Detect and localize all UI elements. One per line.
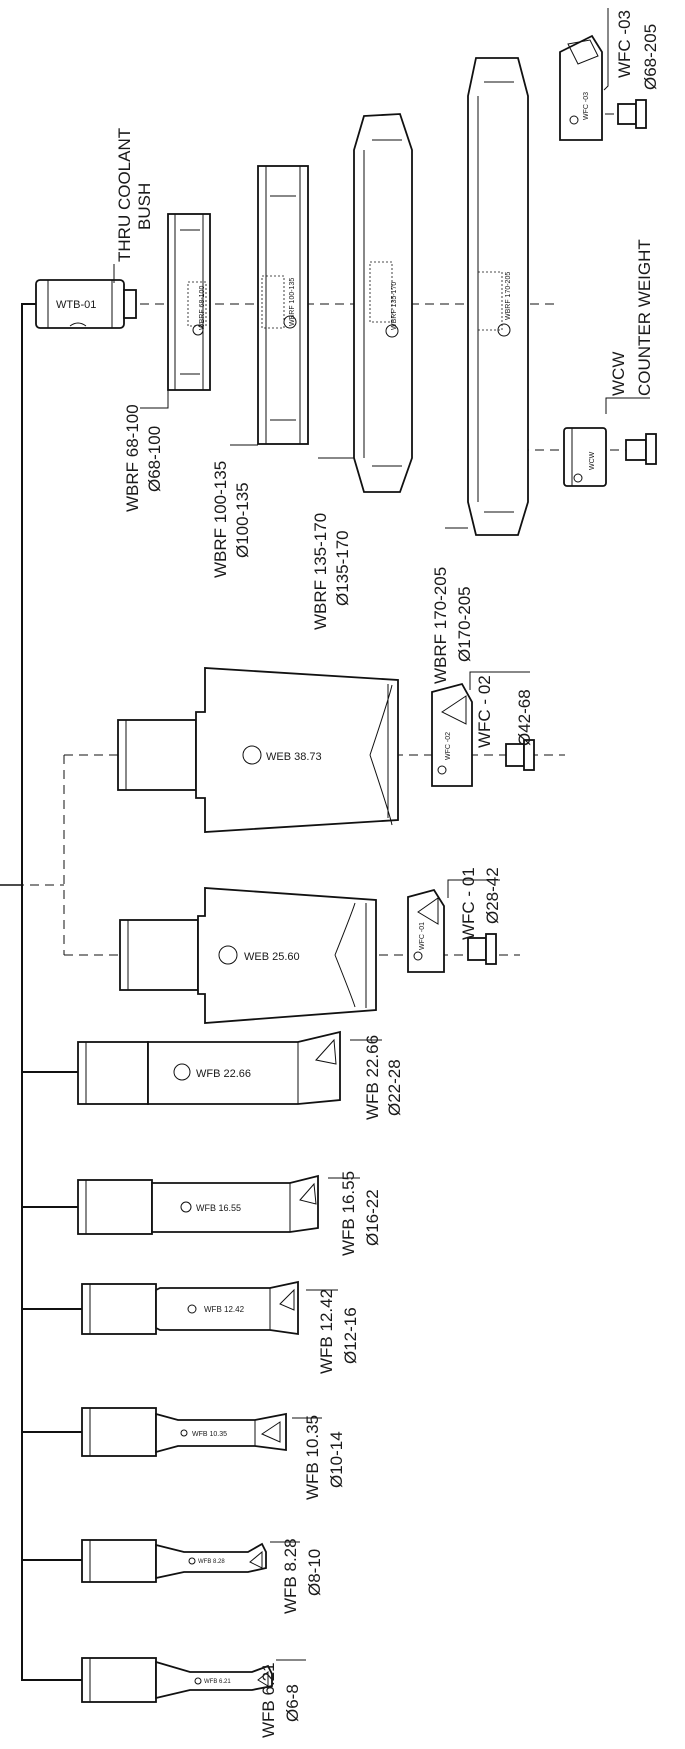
wfb-22-66-code: WFB 22.66 — [363, 1035, 382, 1120]
wfb-16-55-range: Ø16-22 — [363, 1189, 382, 1246]
wcw-code: WCW — [609, 352, 628, 396]
wfb-8-28-tag: WFB 8.28 — [198, 1559, 225, 1565]
wfb-8-28-label: WFB 8.28 Ø8-10 — [270, 1538, 324, 1614]
wfb-6-21-tag: WFB 6.21 — [204, 1679, 231, 1685]
wbrf-135-170: WBRF 135-170 — [353, 113, 413, 493]
web-25-60: WEB 25.60 — [119, 887, 377, 1024]
wfb-8-28-range: Ø8-10 — [305, 1549, 324, 1596]
wbrf-100-135-label: WBRF 100-135 Ø100-135 — [211, 444, 258, 578]
wfb-6-21: WFB 6.21 — [81, 1657, 273, 1703]
main-trunk — [0, 303, 82, 1681]
counter-weight-name: COUNTER WEIGHT — [635, 239, 654, 396]
wfb-10-35-code: WFB 10.35 — [303, 1415, 322, 1500]
wfb-10-35-tag: WFB 10.35 — [192, 1431, 227, 1438]
wfb-12-42: WFB 12.42 — [81, 1280, 299, 1336]
wfb-10-35-label: WFB 10.35 Ø10-14 — [292, 1415, 346, 1500]
coolant-bush: WTB-01 — [35, 279, 137, 329]
wfc-01-range: Ø28-42 — [483, 867, 502, 924]
counter-weight-label: WCW COUNTER WEIGHT — [605, 239, 654, 414]
wfb-6-21-label: WFB 6.21 Ø6-8 — [259, 1659, 306, 1738]
wfb-12-42-code: WFB 12.42 — [317, 1289, 336, 1374]
counter-weight: WCW — [563, 427, 607, 487]
wfb-16-55: WFB 16.55 — [77, 1174, 319, 1235]
wfc-03: WFC -03 — [559, 34, 603, 141]
wfc-02-screw — [505, 739, 535, 771]
counter-weight-screw — [625, 433, 657, 465]
wfb-16-55-code: WFB 16.55 — [339, 1171, 358, 1256]
wfb-12-42-label: WFB 12.42 Ø12-16 — [306, 1289, 360, 1374]
wbrf-170-205-code: WBRF 170-205 — [431, 567, 450, 684]
wfc-03-screw — [617, 99, 647, 129]
wbrf-135-170-label: WBRF 135-170 Ø135-170 — [311, 457, 354, 630]
wfb-22-66-tag: WFB 22.66 — [196, 1068, 251, 1080]
wbrf-68-100-tag: WBRF 68-100 — [199, 286, 206, 330]
wfb-12-42-range: Ø12-16 — [341, 1307, 360, 1364]
wfb-22-66: WFB 22.66 — [77, 1030, 341, 1105]
wfc-03-label: WFC -03 Ø68-205 — [603, 8, 660, 91]
wbrf-68-100: WBRF 68-100 — [167, 213, 211, 391]
wbrf-100-135: WBRF 100-135 — [257, 165, 309, 445]
wcw-tag: WCW — [589, 451, 596, 470]
wfb-10-35: WFB 10.35 — [81, 1407, 287, 1457]
wfc-02-code: WFC - 02 — [475, 675, 494, 748]
wbrf-135-170-range: Ø135-170 — [333, 530, 352, 606]
wbrf-100-135-tag: WBRF 100-135 — [289, 278, 296, 326]
wfb-22-66-label: WFB 22.66 Ø22-28 — [350, 1035, 404, 1120]
wfb-8-28-code: WFB 8.28 — [281, 1538, 300, 1614]
thru-coolant-bush-label: THRU COOLANT BUSH — [113, 128, 154, 283]
wfb-10-35-range: Ø10-14 — [327, 1431, 346, 1488]
wfb-16-55-label: WFB 16.55 Ø16-22 — [328, 1171, 382, 1256]
wfc-01-code: WFC - 01 — [459, 867, 478, 940]
wbrf-100-135-code: WBRF 100-135 — [211, 461, 230, 578]
wbrf-68-100-label: WBRF 68-100 Ø68-100 — [123, 390, 169, 512]
wbrf-170-205: WBRF 170-205 — [467, 57, 529, 536]
wbrf-135-170-tag: WBRF 135-170 — [391, 282, 398, 330]
wfc-02-tag: WFC -02 — [445, 732, 452, 760]
wfc-02: WFC -02 — [431, 682, 473, 787]
wfc-01-screw — [467, 933, 497, 965]
wfb-8-28: WFB 8.28 — [81, 1539, 267, 1583]
wbrf-135-170-code: WBRF 135-170 — [311, 513, 330, 630]
wbrf-170-205-tag: WBRF 170-205 — [505, 272, 512, 320]
wbrf-170-205-label: WBRF 170-205 Ø170-205 — [431, 527, 474, 684]
wfb-22-66-range: Ø22-28 — [385, 1059, 404, 1116]
wfc-01-label: WFC - 01 Ø28-42 — [447, 867, 502, 940]
wbrf-100-135-range: Ø100-135 — [233, 482, 252, 558]
thru-coolant-label-line2: BUSH — [135, 183, 154, 230]
bush-tag: WTB-01 — [56, 299, 96, 311]
web-25-60-tag: WEB 25.60 — [244, 951, 300, 963]
wfc-02-range: Ø42-68 — [515, 689, 534, 746]
wbrf-68-100-range: Ø68-100 — [145, 426, 164, 492]
wfc-03-tag: WFC -03 — [583, 92, 590, 120]
wfc-03-code: WFC -03 — [615, 10, 634, 78]
wfc-03-range: Ø68-205 — [641, 24, 660, 90]
wfb-12-42-tag: WFB 12.42 — [204, 1305, 245, 1314]
wfc-01: WFC -01 — [407, 888, 445, 973]
wfc-01-tag: WFC -01 — [419, 922, 426, 950]
wfb-6-21-range: Ø6-8 — [283, 1684, 302, 1722]
web-38-73: WEB 38.73 — [117, 667, 399, 833]
wfc-02-label: WFC - 02 Ø42-68 — [469, 671, 534, 748]
wfb-16-55-tag: WFB 16.55 — [196, 1203, 241, 1213]
wbrf-170-205-range: Ø170-205 — [455, 586, 474, 662]
web-38-73-tag: WEB 38.73 — [266, 751, 322, 763]
wbrf-68-100-code: WBRF 68-100 — [123, 404, 142, 512]
wfb-6-21-code: WFB 6.21 — [259, 1662, 278, 1738]
thru-coolant-label-line1: THRU COOLANT — [115, 128, 134, 262]
